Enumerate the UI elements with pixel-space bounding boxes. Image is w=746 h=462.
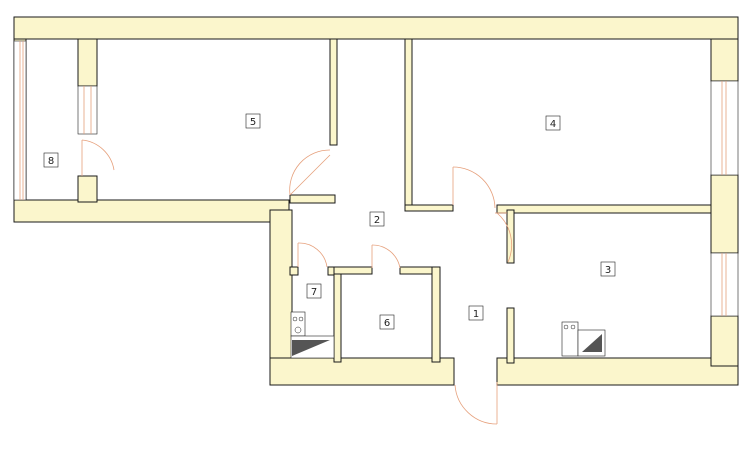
svg-text:2: 2 — [374, 215, 380, 226]
svg-text:1: 1 — [473, 309, 479, 320]
svg-text:6: 6 — [384, 318, 390, 329]
room-label-4: 4 — [545, 115, 561, 131]
window-left — [13, 40, 27, 201]
wall-bottom-right — [496, 357, 739, 386]
door-bath — [371, 244, 401, 269]
wall-right-mid — [710, 174, 739, 254]
room-label-5: 5 — [245, 113, 261, 129]
wall-bottom — [269, 357, 455, 386]
wall-bath-right — [431, 266, 441, 363]
wall-room3-left-lower — [506, 307, 515, 364]
room-label-1: 1 — [468, 305, 484, 321]
wall-room4-bottom-right — [496, 204, 712, 214]
wall-top — [13, 16, 739, 40]
door-room5 — [289, 149, 331, 196]
svg-text:7: 7 — [311, 287, 317, 298]
window-right-upper — [710, 80, 739, 176]
appliances — [290, 311, 606, 359]
svg-text:5: 5 — [250, 117, 256, 128]
door-room3 — [495, 212, 513, 263]
stove-kitchen — [561, 321, 579, 357]
svg-text:4: 4 — [550, 119, 556, 130]
door-wc — [297, 242, 328, 268]
wall-right-top — [710, 38, 739, 82]
room-label-7: 7 — [306, 283, 322, 299]
wall-balcony-partition-lower — [77, 175, 98, 203]
door-room4 — [452, 166, 496, 209]
walls — [13, 16, 739, 386]
door-balcony — [81, 139, 115, 176]
wall-room4-bottom-left — [404, 204, 454, 212]
wall-wc-top — [289, 266, 299, 276]
sink-wc — [290, 335, 335, 359]
room-label-2: 2 — [369, 211, 385, 227]
room-label-8: 8 — [43, 152, 59, 168]
door-room1-entrance — [454, 382, 498, 425]
wall-balcony-partition — [77, 38, 98, 87]
wall-bottom-left — [13, 199, 290, 223]
windows — [13, 40, 739, 317]
window-right-lower — [710, 252, 739, 317]
svg-text:3: 3 — [605, 265, 611, 276]
room-label-6: 6 — [379, 314, 395, 330]
wall-wc-right — [333, 266, 342, 363]
wall-right-low — [710, 315, 739, 367]
doors — [81, 139, 513, 425]
wall-room4-left — [404, 38, 413, 212]
sink-kitchen — [577, 329, 606, 357]
balcony-door-window — [77, 85, 98, 135]
room-labels: 1 2 3 4 5 6 7 8 — [43, 113, 616, 330]
wall-room5-bottom — [289, 194, 336, 204]
svg-text:8: 8 — [48, 156, 54, 167]
wall-bath-top-left — [333, 266, 373, 275]
stove-wc — [290, 311, 306, 337]
room-label-3: 3 — [600, 261, 616, 277]
wall-room5-right — [329, 38, 338, 146]
